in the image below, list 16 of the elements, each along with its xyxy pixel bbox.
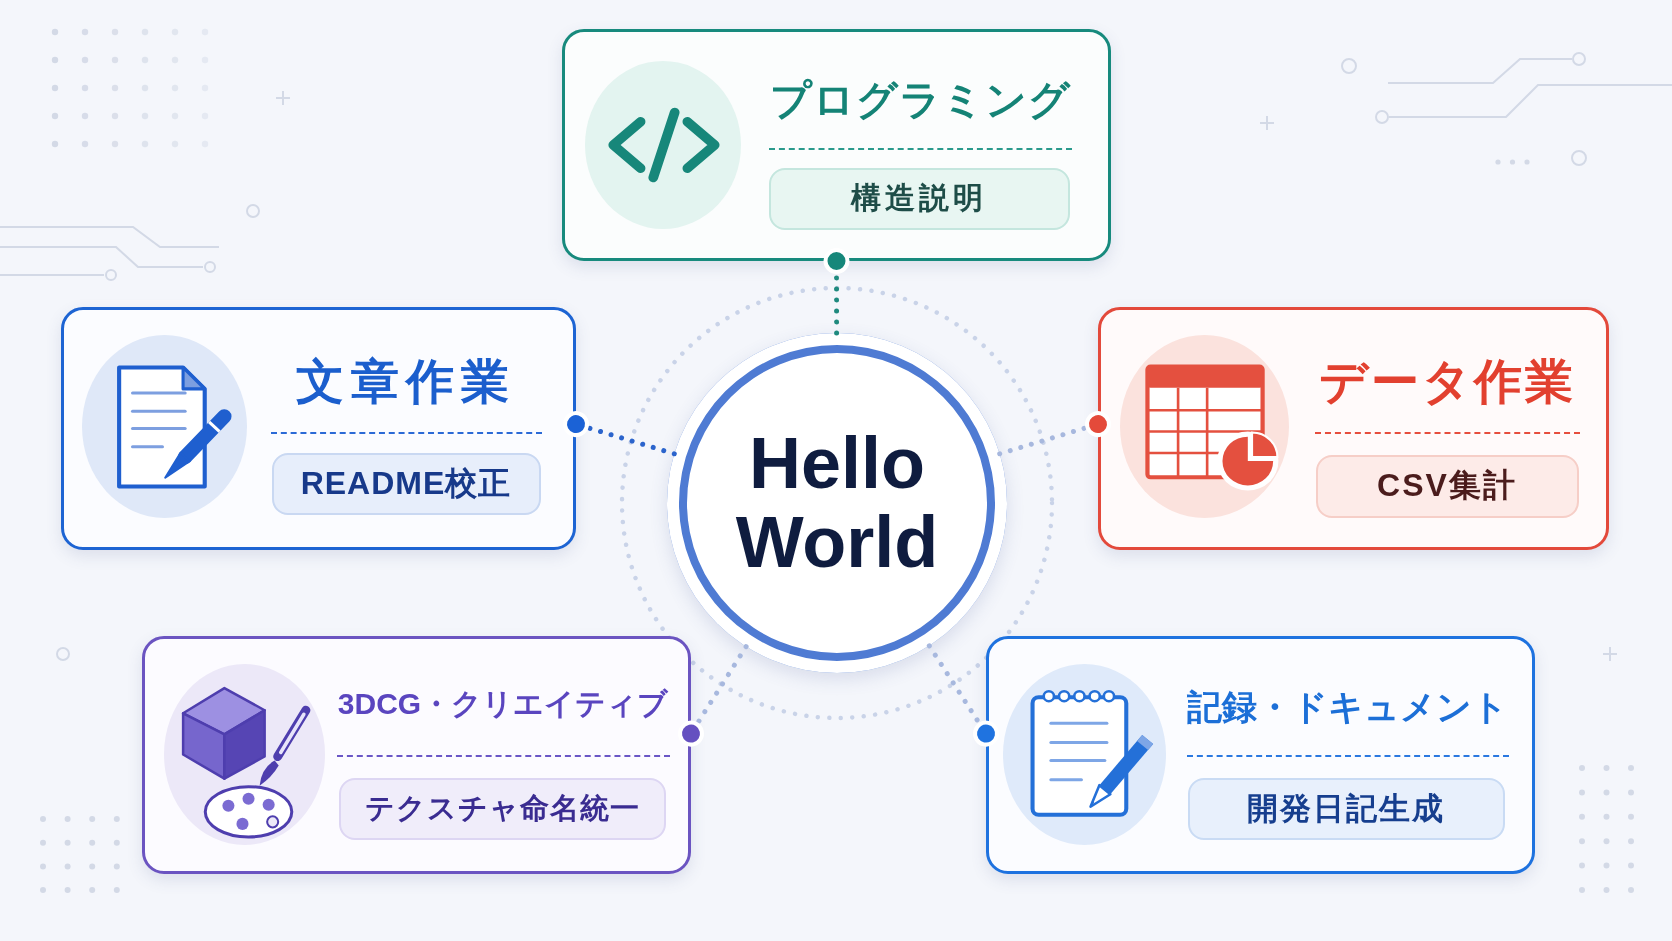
topic-card (142, 636, 691, 874)
card-title: 3DCG・クリエイティブ (337, 686, 669, 721)
tag-pill: CSV集計 (1315, 454, 1579, 518)
topic-card (986, 636, 1535, 874)
card-title: 文章作業 (296, 353, 516, 410)
topic-card (61, 307, 576, 550)
topic-card (562, 29, 1111, 261)
tag-pill: 開発日記生成 (1187, 777, 1505, 840)
tag-pill: 構造説明 (768, 167, 1070, 230)
topic-card (1098, 307, 1609, 550)
card-title: データ作業 (1318, 353, 1576, 410)
hub-circle: Hello World (667, 333, 1007, 673)
tag-pill: README校正 (271, 452, 541, 515)
card-title: 記録・ドキュメント (1187, 686, 1508, 727)
tag-pill: テクスチャ命名統一 (338, 777, 666, 840)
card-title: プログラミング (769, 76, 1071, 125)
